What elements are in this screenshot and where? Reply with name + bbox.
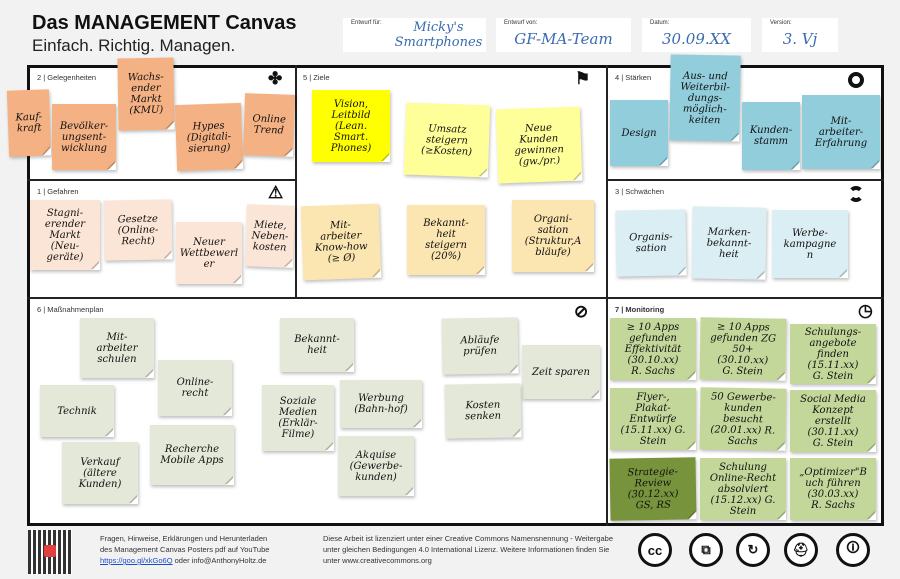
sticky-note-massnahmen[interactable]: Zeit sparen — [522, 345, 600, 399]
sticky-note-gefahren[interactable]: Neuer Wettbewerl er — [176, 222, 242, 284]
sticky-note-gefahren[interactable]: Stagni- erender Markt (Neu- geräte) — [30, 200, 100, 270]
sticky-note-schwaechen[interactable]: Marken- bekannt- heit — [691, 206, 767, 280]
sticky-note-ziele[interactable]: Organi- sation (Struktur,A bläufe) — [512, 200, 594, 272]
sticky-note-staerken[interactable]: Kunden- stamm — [742, 102, 800, 170]
sticky-note-schwaechen[interactable]: Werbe- kampagne n — [772, 210, 848, 278]
checkered-flag-icon: ⚑ — [575, 69, 591, 88]
field-entwurf-von[interactable]: Entwurf von: GF-MA-Team — [496, 18, 631, 52]
field-label: Entwurf von: — [504, 20, 538, 26]
sticky-note-massnahmen[interactable]: Akquise (Gewerbe- kunden) — [338, 436, 414, 496]
field-label: Entwurf für: — [351, 20, 382, 26]
sticky-note-massnahmen[interactable]: Recherche Mobile Apps — [150, 425, 234, 485]
sticky-note-staerken[interactable]: Design — [610, 100, 668, 166]
sticky-note-gefahren[interactable]: Miete, Neben- kosten — [244, 204, 296, 268]
section-label-gelegenheiten: 2 | Gelegenheiten — [37, 73, 97, 82]
sticky-note-ziele[interactable]: Umsatz steigern (≥Kosten) — [403, 102, 491, 178]
sticky-note-staerken[interactable]: Aus- und Weiterbil- dungs- möglich- keit… — [669, 54, 741, 142]
sticky-note-gelegenheiten[interactable]: Bevölker- ungsent- wicklung — [52, 104, 116, 170]
sticky-note-massnahmen[interactable]: Mit- arbeiter schulen — [80, 318, 154, 378]
sticky-note-massnahmen[interactable]: Bekannt- heit — [280, 318, 354, 372]
youtube-link[interactable]: https://goo.gl/xkGo6Q — [100, 556, 173, 565]
sticky-note-gelegenheiten[interactable]: Hypes (Digitali- sierung) — [174, 102, 244, 172]
sticky-note-gelegenheiten[interactable]: Kauf- kraft — [6, 89, 52, 157]
sticky-note-massnahmen[interactable]: Soziale Medien (Erklär- Filme) — [262, 385, 334, 451]
field-value: 30.09.XX — [661, 30, 732, 48]
broken-ring-icon — [848, 186, 864, 202]
divider — [606, 65, 608, 526]
compass-icon: ⊘ — [574, 302, 589, 321]
sticky-note-monitoring[interactable]: Flyer-, Plakat- Entwürfe (15.11.xx) G. S… — [610, 388, 696, 450]
section-label-gefahren: 1 | Gefahren — [37, 187, 79, 196]
help-line: Fragen, Hinweise, Erklärungen und Herunt… — [100, 534, 268, 543]
help-line: oder info@AnthonyHoltz.de — [172, 556, 267, 565]
sticky-note-massnahmen[interactable]: Werbung (Bahn-hof) — [340, 380, 422, 428]
page-subtitle: Einfach. Richtig. Managen. — [32, 36, 236, 55]
section-label-schwaechen: 3 | Schwächen — [615, 187, 665, 196]
section-label-massnahmen: 6 | Maßnahmenplan — [37, 305, 104, 314]
sticky-note-monitoring[interactable]: Schulung Online-Recht absolviert (15.12.… — [700, 458, 786, 520]
sticky-note-massnahmen[interactable]: Technik — [40, 385, 114, 437]
sticky-note-monitoring[interactable]: ≥ 10 Apps gefunden Effektivität (30.10.x… — [610, 318, 696, 380]
field-entwurf-fuer[interactable]: Entwurf für: Micky's Smartphones — [343, 18, 486, 52]
divider — [27, 297, 884, 299]
copy-icon: ⧉ — [689, 533, 723, 567]
sticky-note-ziele[interactable]: Mit- arbeiter Know-how (≥ Ø) — [300, 203, 382, 281]
clover-icon: ✤ — [268, 69, 283, 88]
helmet-icon: ⛑ — [784, 533, 818, 567]
sticky-note-massnahmen[interactable]: Kosten senken — [444, 383, 522, 439]
sticky-note-monitoring[interactable]: 50 Gewerbe- kunden besucht (20.01.xx) R.… — [699, 387, 787, 451]
divider — [27, 179, 296, 181]
divider — [295, 65, 297, 298]
stopwatch-icon: ◷ — [858, 301, 873, 320]
share-alike-icon: ↻ — [736, 533, 770, 567]
sticky-note-monitoring[interactable]: Strategie- Review (30.12.xx) GS, RS — [609, 457, 697, 521]
sticky-note-monitoring[interactable]: ≥ 10 Apps gefunden ZG 50+ (30.10.xx) G. … — [699, 317, 787, 381]
cc-icon: cc — [638, 533, 672, 567]
divider — [606, 179, 884, 181]
sticky-note-monitoring[interactable]: Schulungs- angebote finden (15.11.xx) G.… — [790, 324, 876, 384]
sticky-note-massnahmen[interactable]: Verkauf (ältere Kunden) — [62, 442, 138, 504]
field-label: Version: — [770, 20, 792, 26]
sticky-note-monitoring[interactable]: „Optimizer"B uch führen (30.03.xx) R. Sa… — [790, 458, 876, 520]
qr-code[interactable] — [28, 530, 72, 574]
field-value: 3. Vj — [782, 30, 818, 48]
sticky-note-staerken[interactable]: Mit- arbeiter- Erfahrung — [802, 95, 880, 169]
field-datum[interactable]: Datum: 30.09.XX — [642, 18, 751, 52]
sticky-note-massnahmen[interactable]: Online- recht — [158, 360, 232, 416]
section-label-monitoring: 7 | Monitoring — [615, 305, 665, 314]
sticky-note-ziele[interactable]: Vision, Leitbild (Lean. Smart. Phones) — [312, 90, 390, 162]
ring-icon — [848, 72, 864, 88]
field-version[interactable]: Version: 3. Vj — [762, 18, 838, 52]
sticky-note-gelegenheiten[interactable]: Wachs- ender Markt (KMU) — [117, 57, 175, 131]
attribution-icon: 🛈 — [836, 533, 870, 567]
license-text: Diese Arbeit ist lizenziert unter einer … — [323, 534, 613, 565]
sticky-note-monitoring[interactable]: Social Media Konzept erstellt (30.11.xx)… — [790, 390, 876, 452]
section-label-staerken: 4 | Stärken — [615, 73, 652, 82]
sticky-note-schwaechen[interactable]: Organis- sation — [615, 209, 687, 277]
help-text: Fragen, Hinweise, Erklärungen und Herunt… — [100, 533, 310, 566]
sticky-note-gefahren[interactable]: Gesetze (Online- Recht) — [103, 199, 173, 261]
sticky-note-ziele[interactable]: Neue Kunden gewinnen (gw./pr.) — [495, 106, 583, 184]
sticky-note-gelegenheiten[interactable]: Online Trend — [242, 93, 296, 157]
field-label: Datum: — [650, 20, 670, 26]
warning-icon: ⚠ — [268, 183, 284, 202]
field-value: GF-MA-Team — [514, 30, 613, 48]
section-label-ziele: 5 | Ziele — [303, 73, 330, 82]
help-line: des Management Canvas Posters pdf auf Yo… — [100, 545, 270, 554]
page-title: Das MANAGEMENT Canvas — [32, 12, 297, 34]
sticky-note-ziele[interactable]: Bekannt- heit steigern (20%) — [407, 205, 485, 275]
sticky-note-massnahmen[interactable]: Abläufe prüfen — [441, 317, 519, 375]
field-value: Micky's Smartphones — [394, 20, 483, 50]
